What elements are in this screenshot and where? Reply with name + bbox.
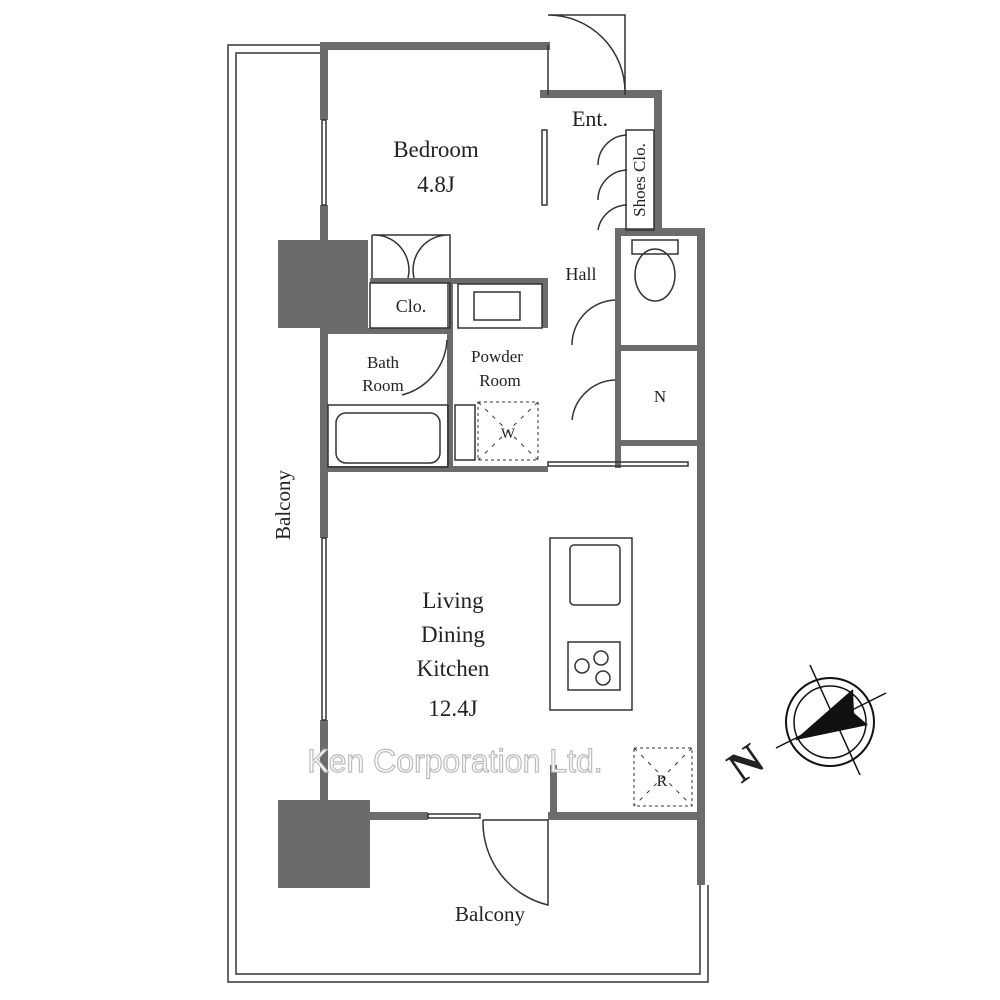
ldk-label-2: Dining [421,622,485,647]
entrance-label: Ent. [572,106,608,131]
powder-label-2: Room [479,371,521,390]
fixtures [321,14,693,906]
ldk-label-1: Living [422,588,484,613]
walls [278,42,705,888]
balcony-bottom-label: Balcony [455,902,525,926]
powder-label-1: Powder [471,347,523,366]
bedroom-size: 4.8J [417,172,455,197]
ldk-size: 12.4J [428,696,477,721]
bath-label-1: Bath [367,353,400,372]
hall-label: Hall [566,264,597,284]
compass-icon: N [719,664,887,792]
ldk-label-3: Kitchen [417,656,490,681]
balcony-outline [227,44,709,983]
storage-label: N [654,387,666,406]
watermark: Ken Corporation Ltd. [307,743,602,779]
compass-north-label: N [719,734,773,792]
shoes-closet-label: Shoes Clo. [630,143,649,217]
closet-label: Clo. [396,296,427,316]
washer-label: W [501,426,516,442]
bath-label-2: Room [362,376,404,395]
refrigerator-label: R [657,773,668,790]
balcony-side-label: Balcony [271,470,295,540]
bedroom-label: Bedroom [393,137,479,162]
